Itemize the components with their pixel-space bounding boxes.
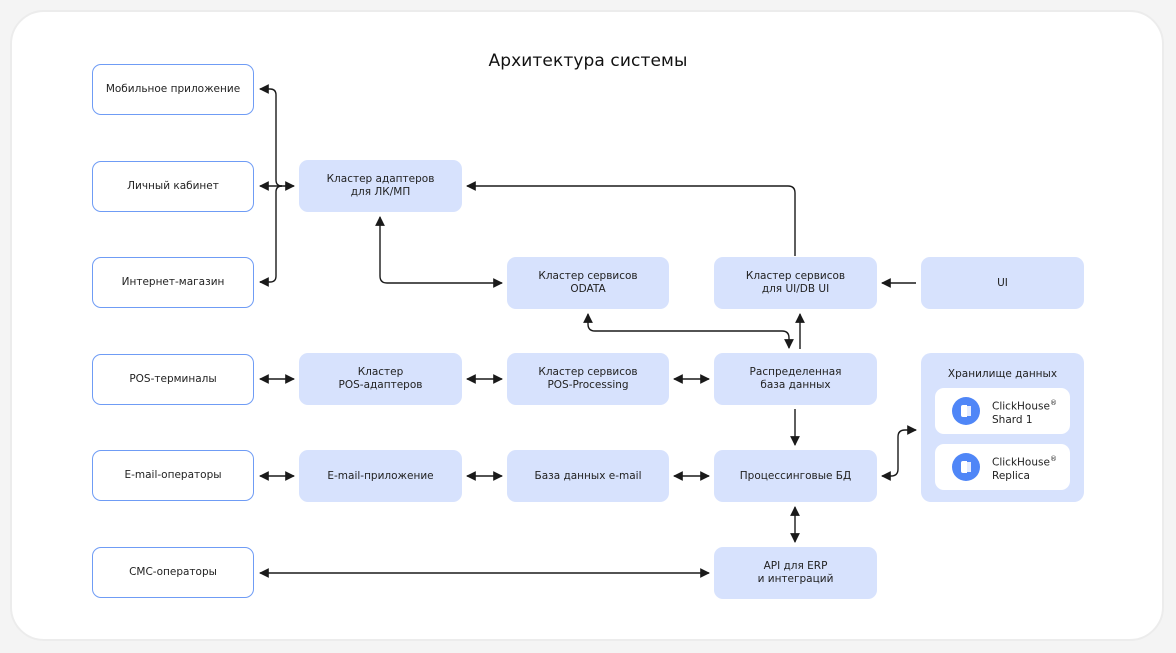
node-pos-terminals: POS-терминалы — [92, 354, 254, 405]
node-online-store: Интернет-магазин — [92, 257, 254, 308]
node-ui: UI — [921, 257, 1084, 309]
node-odata-cluster: Кластер сервисов ODATA — [507, 257, 669, 309]
node-erp-api: API для ERP и интеграций — [714, 547, 877, 599]
wire-distdb-odata — [583, 313, 794, 349]
node-pos-adapters: Кластер POS-адаптеров — [299, 353, 462, 405]
node-mobile-app: Мобильное приложение — [92, 64, 254, 115]
node-email-operators: E-mail-операторы — [92, 450, 254, 501]
node-data-storage: Хранилище данных ClickHouse®Shard 1 Clic… — [921, 353, 1084, 502]
storage-item-label: ClickHouse®Replica — [992, 455, 1057, 482]
wire-procdb-storage — [881, 425, 917, 481]
wire-brace-store — [260, 185, 283, 283]
wire-uidb-adapters — [466, 181, 796, 256]
storage-item-shard: ClickHouse®Shard 1 — [935, 388, 1070, 434]
node-processing-db: Процессинговые БД — [714, 450, 877, 502]
node-ui-db-cluster: Кластер сервисов для UI/DB UI — [714, 257, 877, 309]
node-distributed-db: Распределенная база данных — [714, 353, 877, 405]
storage-title: Хранилище данных — [947, 368, 1058, 380]
diagram-title: Архитектура системы — [488, 51, 688, 71]
clickhouse-icon — [952, 453, 980, 481]
storage-item-label: ClickHouse®Shard 1 — [992, 399, 1057, 426]
node-adapters-cluster: Кластер адаптеров для ЛК/МП — [299, 160, 462, 212]
clickhouse-icon — [952, 397, 980, 425]
node-sms-operators: СМС-операторы — [92, 547, 254, 598]
wire-brace-mobile — [259, 84, 283, 187]
node-email-db: База данных e-mail — [507, 450, 669, 502]
storage-item-replica: ClickHouse®Replica — [935, 444, 1070, 490]
node-pos-processing: Кластер сервисов POS-Processing — [507, 353, 669, 405]
node-personal-account: Личный кабинет — [92, 161, 254, 212]
wire-adapters-odata — [375, 216, 503, 288]
node-email-app: E-mail-приложение — [299, 450, 462, 502]
